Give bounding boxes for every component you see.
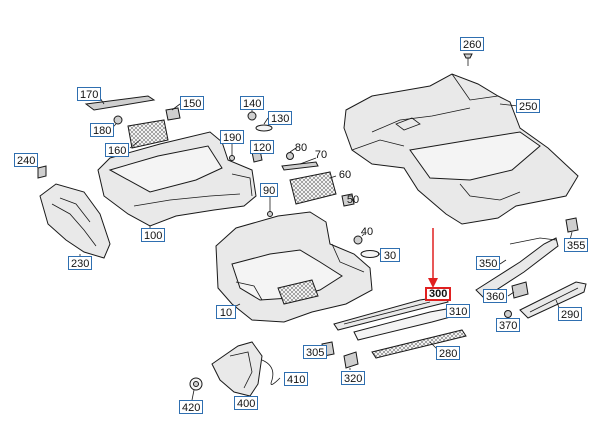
callout-10[interactable]: 10: [216, 305, 236, 319]
part-130-grommet[interactable]: [255, 117, 273, 132]
callout-130[interactable]: 130: [268, 111, 292, 125]
part-260-fastener[interactable]: [463, 53, 473, 66]
callout-190[interactable]: 190: [220, 130, 244, 144]
callout-30[interactable]: 30: [380, 248, 400, 262]
callout-90[interactable]: 90: [260, 183, 278, 197]
part-410-cable[interactable]: [261, 359, 281, 385]
part-320-clip[interactable]: [343, 351, 359, 370]
part-80-bolt[interactable]: [286, 147, 297, 160]
part-355-clip[interactable]: [565, 217, 579, 241]
callout-230[interactable]: 230: [68, 256, 92, 270]
part-150-clip[interactable]: [165, 103, 181, 121]
part-420-grommet[interactable]: [189, 377, 203, 401]
callout-180[interactable]: 180: [90, 123, 114, 137]
callout-260[interactable]: 260: [460, 37, 484, 51]
part-250-rear-carpet[interactable]: [343, 73, 579, 225]
callout-290[interactable]: 290: [558, 307, 582, 321]
callout-50[interactable]: 50: [346, 194, 360, 206]
part-230-side-panel[interactable]: [39, 183, 111, 259]
callout-250[interactable]: 250: [516, 99, 540, 113]
highlight-arrow: [428, 228, 438, 288]
callout-300-highlighted[interactable]: 300: [425, 287, 451, 301]
part-140-clip[interactable]: [247, 109, 257, 121]
part-60-insulation-mat[interactable]: [289, 171, 337, 205]
part-300-sill-strip[interactable]: [333, 295, 449, 331]
part-40-clip[interactable]: [353, 233, 365, 245]
callout-410[interactable]: 410: [284, 372, 308, 386]
callout-350[interactable]: 350: [476, 256, 500, 270]
callout-140[interactable]: 140: [240, 96, 264, 110]
callout-420[interactable]: 420: [179, 400, 203, 414]
callout-320[interactable]: 320: [341, 371, 365, 385]
part-70-cable-tie[interactable]: [281, 157, 319, 171]
part-100-rear-footwell-left[interactable]: [97, 131, 257, 230]
callout-360[interactable]: 360: [483, 289, 507, 303]
part-400-front-trim[interactable]: [211, 341, 263, 400]
part-10-front-floor-covering[interactable]: [215, 211, 373, 323]
callout-400[interactable]: 400: [234, 396, 258, 410]
part-240-clip[interactable]: [35, 163, 47, 179]
callout-170[interactable]: 170: [77, 87, 101, 101]
callout-370[interactable]: 370: [496, 318, 520, 332]
callout-70[interactable]: 70: [314, 149, 328, 161]
part-50-clip[interactable]: [341, 193, 355, 207]
callout-40[interactable]: 40: [360, 226, 374, 238]
callout-280[interactable]: 280: [436, 346, 460, 360]
callout-160[interactable]: 160: [105, 143, 129, 157]
callout-355[interactable]: 355: [564, 238, 588, 252]
callout-310[interactable]: 310: [446, 304, 470, 318]
part-290-sill-panel[interactable]: [519, 281, 587, 319]
part-160-insulation-mat[interactable]: [127, 119, 169, 149]
callout-240[interactable]: 240: [14, 153, 38, 167]
callout-80[interactable]: 80: [294, 142, 308, 154]
callout-120[interactable]: 120: [250, 140, 274, 154]
callout-60[interactable]: 60: [338, 169, 352, 181]
callout-150[interactable]: 150: [180, 96, 204, 110]
part-90-screw[interactable]: [267, 196, 273, 217]
part-30-grommet[interactable]: [360, 250, 382, 258]
callout-305[interactable]: 305: [303, 345, 327, 359]
part-190-screw[interactable]: [229, 142, 235, 161]
callout-100[interactable]: 100: [141, 228, 165, 242]
part-360-clip[interactable]: [507, 281, 529, 299]
